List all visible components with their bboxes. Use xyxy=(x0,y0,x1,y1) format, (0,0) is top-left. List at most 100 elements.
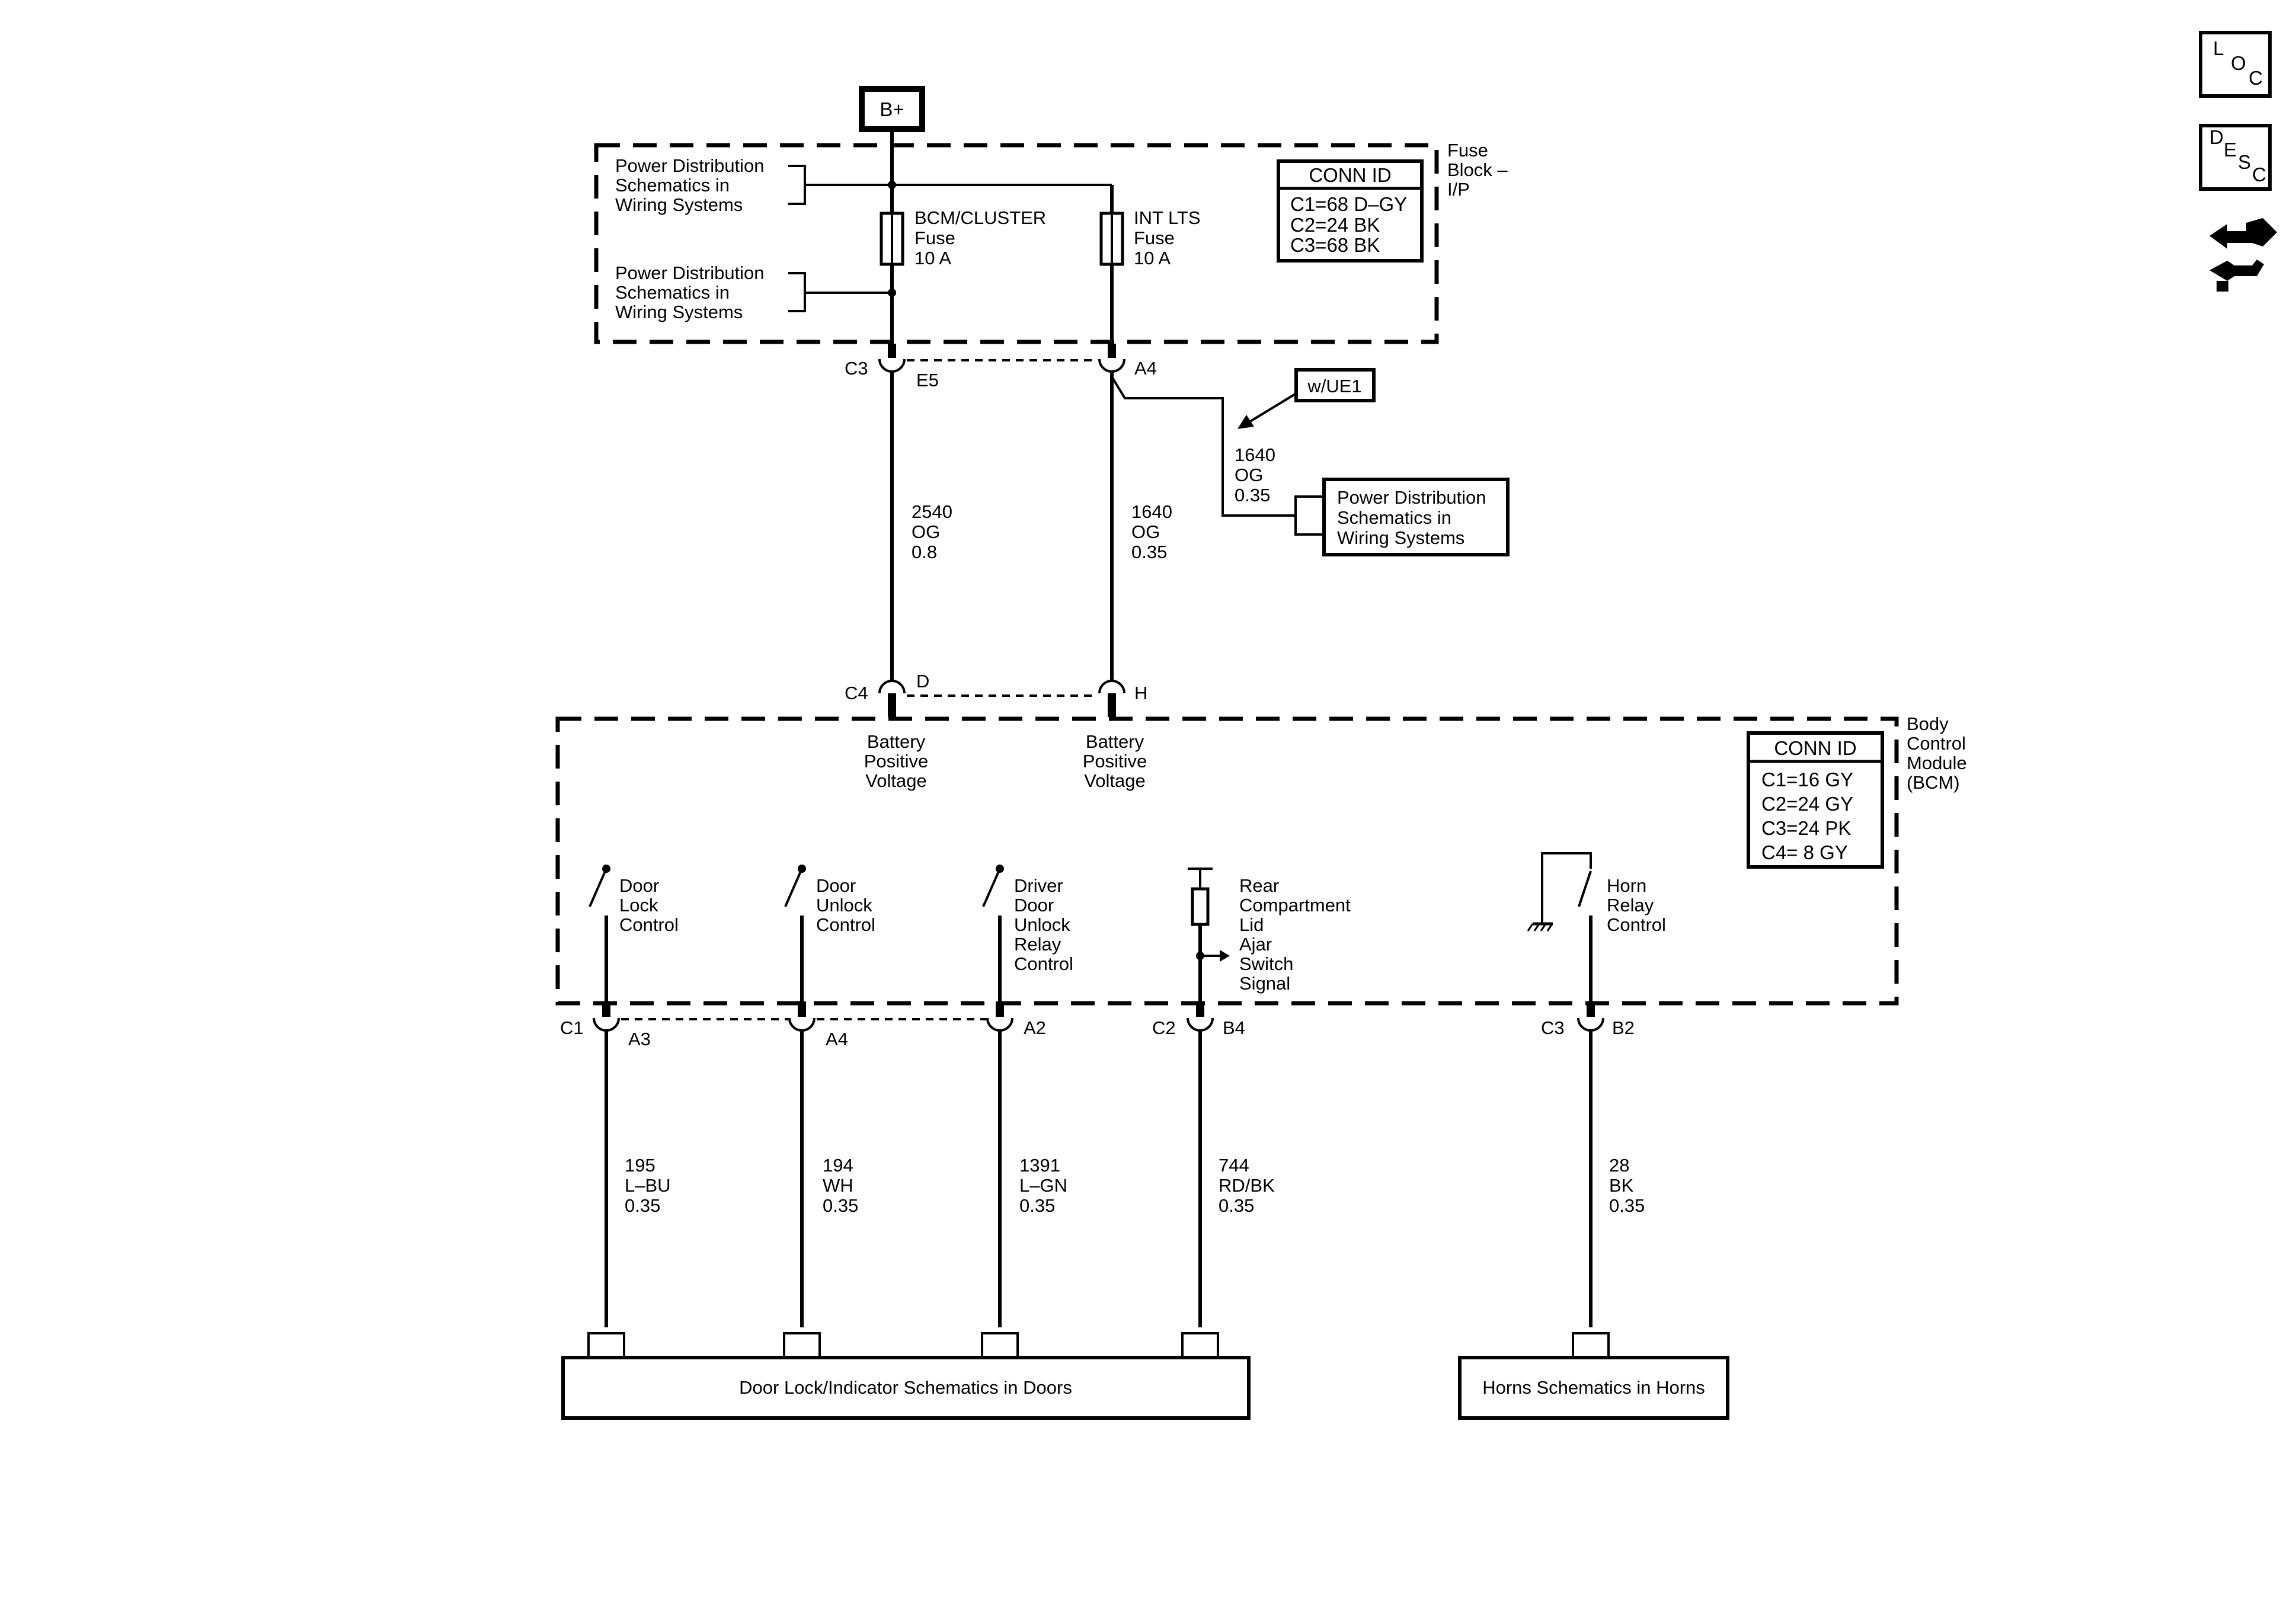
svg-text:C: C xyxy=(2252,164,2266,185)
power-distribution-ref-lower[interactable]: Power Distribution Schematics in Wiring … xyxy=(615,263,806,322)
connector-c1-label: C1 xyxy=(560,1017,584,1038)
connector-c3-bcm-label: C3 xyxy=(1541,1017,1565,1038)
svg-text:2540: 2540 xyxy=(912,501,952,522)
svg-text:Power Distribution: Power Distribution xyxy=(1337,487,1486,508)
svg-text:0.35: 0.35 xyxy=(625,1195,660,1216)
svg-text:Lid: Lid xyxy=(1239,914,1264,935)
svg-text:194: 194 xyxy=(823,1155,853,1176)
svg-text:Wiring Systems: Wiring Systems xyxy=(615,302,743,322)
connector-c4-label: C4 xyxy=(845,683,868,703)
loc-icon[interactable]: L O C xyxy=(2199,31,2272,98)
door-lock-indicator-schematics-ref[interactable]: Door Lock/Indicator Schematics in Doors xyxy=(561,1356,1251,1420)
svg-text:0.35: 0.35 xyxy=(1019,1195,1055,1216)
switch-driver-door-unlock-relay-label: Driver Door Unlock Relay Control xyxy=(1014,875,1073,974)
svg-text:C3=68 BK: C3=68 BK xyxy=(1290,234,1380,256)
svg-text:C1=16 GY: C1=16 GY xyxy=(1761,769,1853,790)
svg-text:195: 195 xyxy=(625,1155,655,1176)
connectors-bcm-bottom xyxy=(593,1001,1604,1032)
svg-text:28: 28 xyxy=(1609,1155,1629,1176)
horns-schematics-ref[interactable]: Horns Schematics in Horns xyxy=(1458,1356,1729,1420)
svg-text:Body: Body xyxy=(1907,713,1949,734)
svg-text:0.35: 0.35 xyxy=(1131,542,1167,562)
switch-door-unlock-control xyxy=(784,865,806,1007)
input-rear-compartment-lid-label: Rear Compartment Lid Ajar Switch Signal xyxy=(1239,875,1351,994)
desc-icon[interactable]: D E S C xyxy=(2199,124,2272,191)
svg-text:Relay: Relay xyxy=(1607,895,1654,916)
fuse-block-title: Fuse Block – I/P xyxy=(1447,140,1508,200)
wire-744-label: 744 RD/BK 0.35 xyxy=(1219,1155,1275,1216)
fuse-block-outline xyxy=(594,143,1439,344)
switch-driver-door-unlock-relay-control xyxy=(982,865,1004,1007)
svg-text:E: E xyxy=(2224,139,2237,161)
svg-text:Relay: Relay xyxy=(1014,934,1061,955)
svg-text:C3=24 PK: C3=24 PK xyxy=(1761,817,1851,839)
svg-text:0.8: 0.8 xyxy=(912,542,937,562)
option-w-ue1-label: w/UE1 xyxy=(1294,368,1376,402)
svg-text:Unlock: Unlock xyxy=(1014,914,1070,935)
svg-text:Horn: Horn xyxy=(1607,875,1646,896)
svg-text:C: C xyxy=(2249,67,2263,89)
svg-text:Block –: Block – xyxy=(1447,159,1508,180)
bcm-input-battery-positive-1: Battery Positive Voltage xyxy=(864,731,929,791)
svg-text:(BCM): (BCM) xyxy=(1907,772,1960,793)
svg-text:O: O xyxy=(2231,52,2246,74)
switch-horn-relay-control xyxy=(1527,852,1593,1007)
svg-text:1640: 1640 xyxy=(1131,501,1172,522)
pin-e5-label: E5 xyxy=(916,370,939,391)
wire-2540-label: 2540 OG 0.8 xyxy=(912,501,952,562)
svg-text:Battery: Battery xyxy=(867,731,926,752)
svg-text:Power Distribution: Power Distribution xyxy=(615,263,765,283)
svg-text:Battery: Battery xyxy=(1086,731,1144,752)
connector-c4-bcm xyxy=(878,680,1125,717)
svg-text:1640: 1640 xyxy=(1235,444,1275,465)
svg-text:0.35: 0.35 xyxy=(1219,1195,1254,1216)
svg-text:Rear: Rear xyxy=(1239,875,1279,896)
wire-1391-label: 1391 L–GN 0.35 xyxy=(1019,1155,1067,1216)
switch-door-lock-label: Door Lock Control xyxy=(619,875,679,935)
svg-text:Module: Module xyxy=(1907,753,1967,773)
navigation-arrows-icon[interactable] xyxy=(2209,218,2277,292)
svg-text:Door Lock/Indicator Schematics: Door Lock/Indicator Schematics in Doors xyxy=(739,1377,1072,1398)
wire-195-label: 195 L–BU 0.35 xyxy=(625,1155,671,1216)
svg-text:Signal: Signal xyxy=(1239,973,1290,994)
svg-text:0.35: 0.35 xyxy=(1235,485,1270,505)
pin-a4-fuse-label: A4 xyxy=(1134,358,1157,379)
svg-text:C2=24 GY: C2=24 GY xyxy=(1761,793,1853,815)
svg-text:Fuse: Fuse xyxy=(1447,140,1488,161)
signal-arrow-icon xyxy=(1220,950,1230,962)
svg-text:Control: Control xyxy=(816,914,875,935)
svg-text:D: D xyxy=(2209,126,2224,148)
svg-text:0.35: 0.35 xyxy=(1609,1195,1645,1216)
switch-door-unlock-label: Door Unlock Control xyxy=(816,875,875,935)
svg-text:Voltage: Voltage xyxy=(865,770,926,791)
svg-text:CONN ID: CONN ID xyxy=(1309,164,1391,186)
pin-b4-label: B4 xyxy=(1223,1017,1245,1038)
power-distribution-ref-upper[interactable]: Power Distribution Schematics in Wiring … xyxy=(615,155,806,215)
pin-d-label: D xyxy=(916,671,929,692)
connector-c2-label: C2 xyxy=(1152,1017,1176,1038)
bcm-conn-id-table: CONN ID C1=16 GY C2=24 GY C3=24 PK C4= 8… xyxy=(1747,731,1884,869)
connector-c3-label: C3 xyxy=(845,358,868,379)
svg-text:10 A: 10 A xyxy=(1134,248,1171,268)
svg-text:Unlock: Unlock xyxy=(816,895,872,916)
svg-text:C4= 8 GY: C4= 8 GY xyxy=(1761,841,1848,863)
svg-text:Positive: Positive xyxy=(1083,751,1147,772)
svg-text:OG: OG xyxy=(912,521,940,542)
svg-text:0.35: 0.35 xyxy=(823,1195,858,1216)
svg-text:Horns Schematics in Horns: Horns Schematics in Horns xyxy=(1482,1377,1705,1398)
svg-text:Power Distribution: Power Distribution xyxy=(615,155,765,176)
bcm-input-battery-positive-2: Battery Positive Voltage xyxy=(1083,731,1147,791)
svg-text:Lock: Lock xyxy=(619,895,658,916)
svg-text:Fuse: Fuse xyxy=(1134,228,1175,248)
power-distribution-ref-right[interactable]: Power Distribution Schematics in Wiring … xyxy=(1294,478,1510,556)
svg-text:OG: OG xyxy=(1131,521,1160,542)
wire-terminals xyxy=(587,1332,1610,1356)
bcm-outline xyxy=(555,716,1899,1006)
pin-a4-label: A4 xyxy=(826,1029,848,1049)
svg-text:RD/BK: RD/BK xyxy=(1219,1175,1275,1196)
svg-text:I/P: I/P xyxy=(1447,179,1470,200)
svg-text:WH: WH xyxy=(823,1175,853,1196)
ground-icon xyxy=(1527,922,1553,932)
pin-b2-label: B2 xyxy=(1612,1017,1635,1038)
